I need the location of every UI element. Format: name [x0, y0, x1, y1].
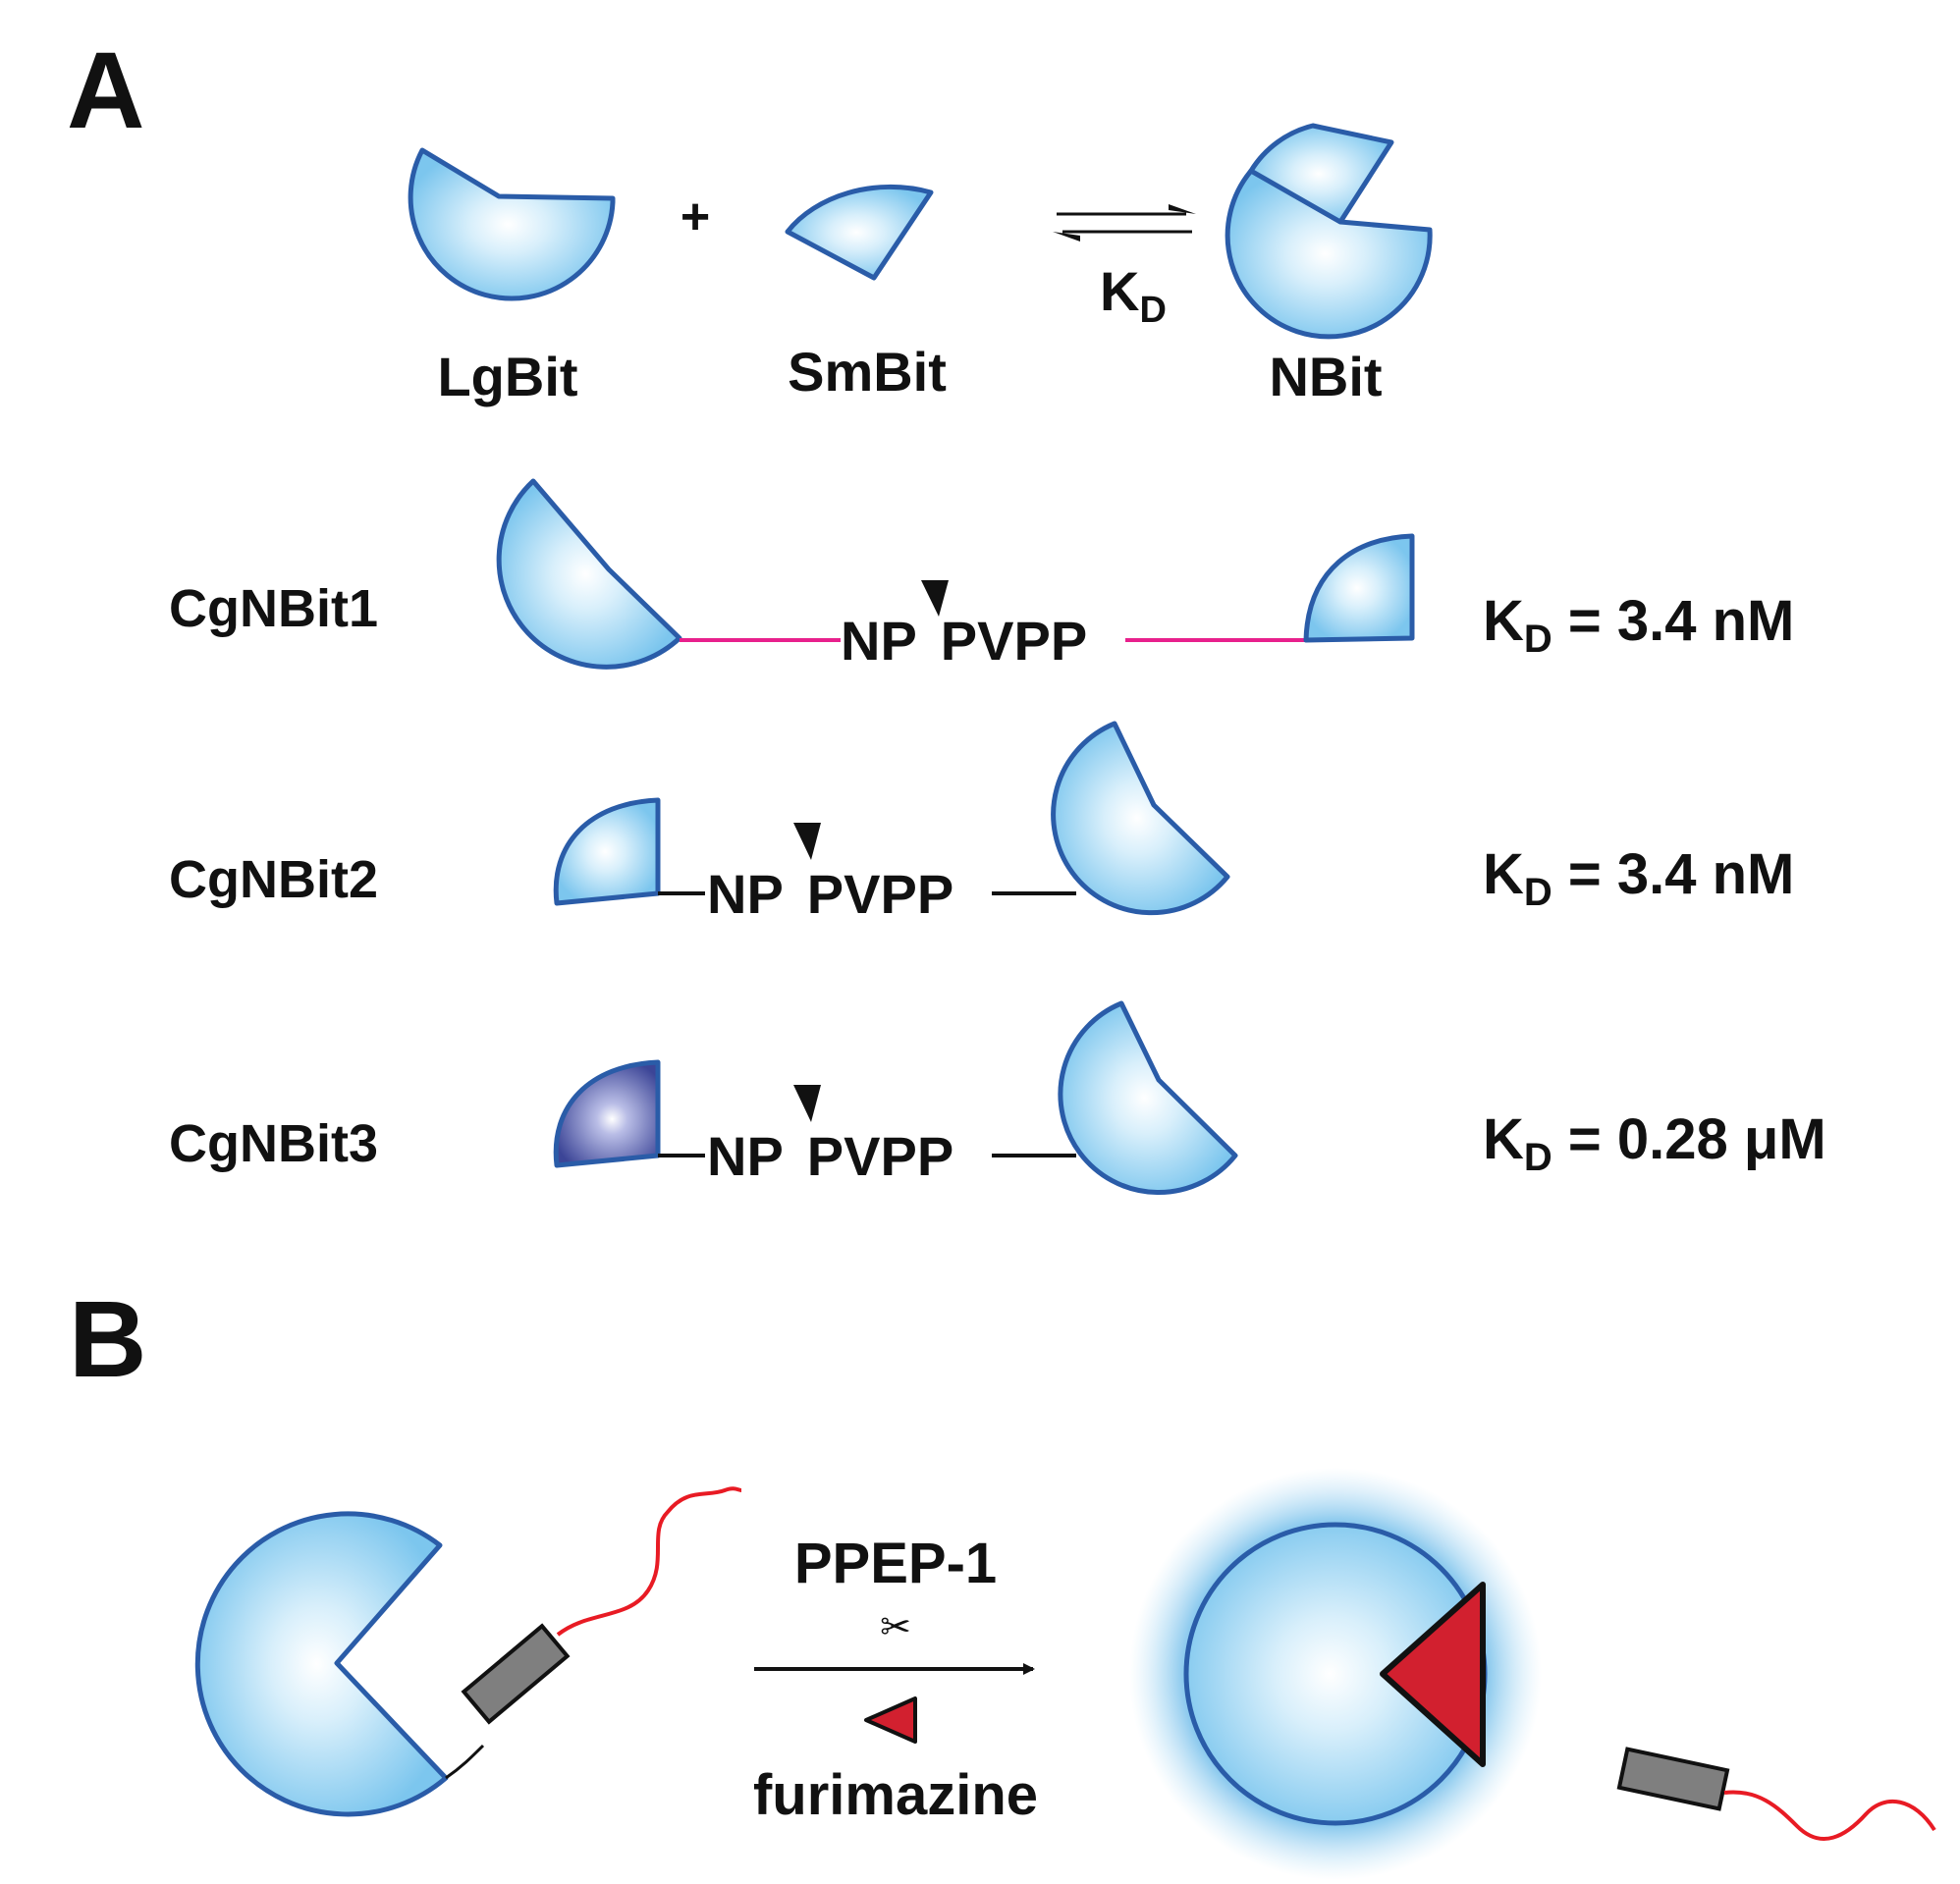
luminescent-complex: [1129, 1468, 1542, 1880]
lgbit-shape: [496, 478, 682, 670]
smbit-label: SmBit: [788, 341, 947, 403]
lgbit-shape: [408, 147, 616, 301]
nbit-label: NBit: [1269, 346, 1382, 407]
kd-value: KD = 0.28 μM: [1483, 1107, 1826, 1179]
cleavage-site-marker: [793, 1085, 821, 1122]
enzyme-label: PPEP-1: [794, 1532, 997, 1595]
reaction-arrow-group: PPEP-1 ✂ furimazine: [753, 1532, 1038, 1827]
smbit-shape: [1303, 533, 1415, 643]
cleavage-site-marker: [921, 580, 949, 617]
lgbit-shape: [1058, 1000, 1238, 1196]
peptide-tail: [556, 1486, 742, 1637]
panel-a-label: A: [67, 30, 144, 151]
kd-value: KD = 3.4 nM: [1483, 589, 1794, 661]
smbit-shape: [785, 184, 934, 281]
panel-b-label: B: [69, 1279, 146, 1400]
cleavage-site-marker: [793, 823, 821, 860]
lgbit-label: LgBit: [437, 346, 577, 407]
uncleaved-reporter: [194, 1486, 742, 1817]
lgbit-pacman: [194, 1511, 449, 1817]
kd-value: KD = 3.4 nM: [1483, 842, 1794, 914]
construct-name: CgNBit1: [169, 579, 378, 638]
equilibrium-arrows: [1053, 204, 1196, 242]
plus-sign: +: [681, 188, 710, 245]
substrate-label: furimazine: [753, 1763, 1038, 1827]
peptide-tail: [1723, 1790, 1936, 1841]
released-fragment: [1616, 1747, 1936, 1841]
smbit-shape: [553, 797, 661, 906]
furimazine-icon: [864, 1696, 917, 1744]
smbit-block: [461, 1623, 571, 1725]
kd-label: KD: [1100, 260, 1167, 331]
furimazine-bound-icon: [1380, 1582, 1486, 1767]
smbit-shape-modified: [553, 1059, 661, 1168]
construct-name: CgNBit3: [169, 1114, 378, 1173]
smbit-block: [1616, 1747, 1730, 1811]
construct-name: CgNBit2: [169, 850, 378, 909]
nbit-shape: [1225, 123, 1433, 340]
scissors-icon: ✂: [880, 1607, 911, 1648]
tether-linker: [445, 1744, 485, 1780]
lgbit-shape: [1051, 721, 1230, 916]
